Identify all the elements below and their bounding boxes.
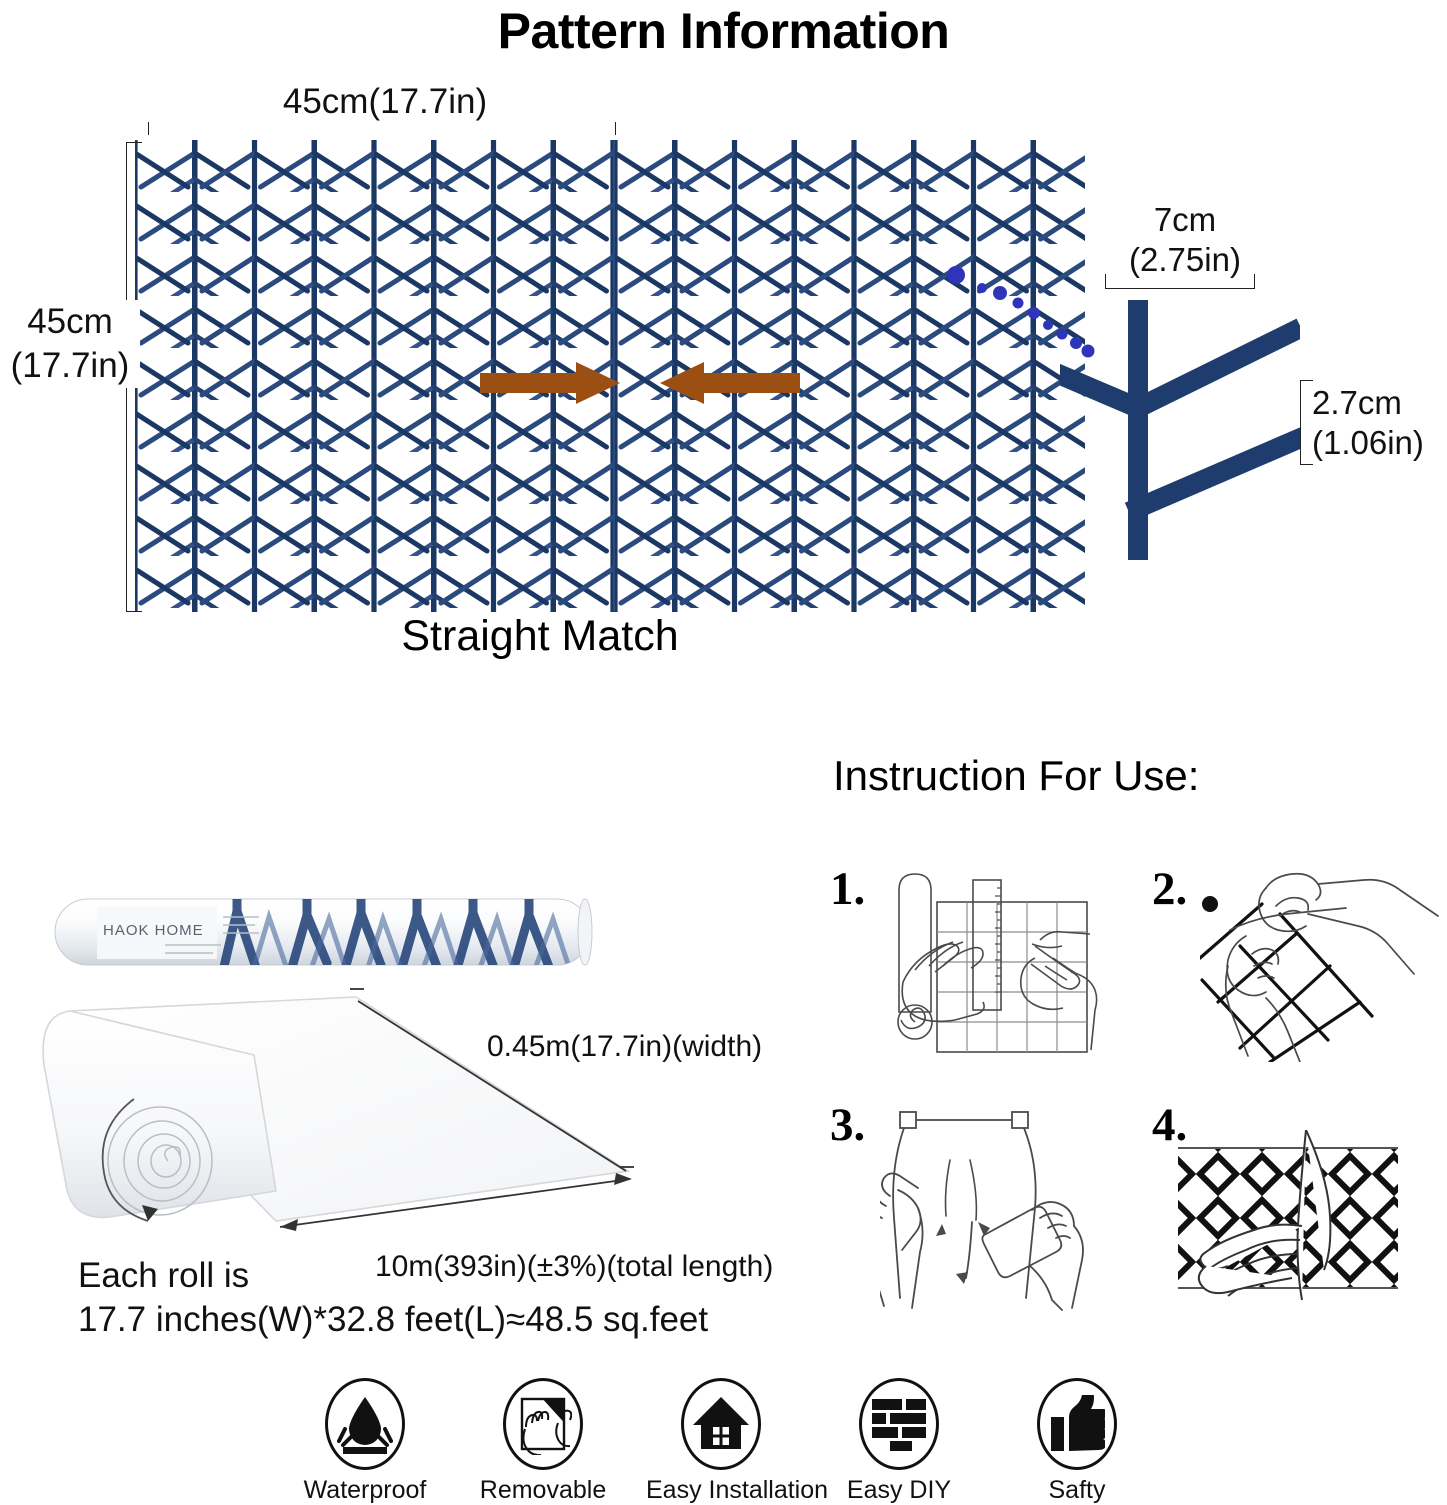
panel-seam-line — [613, 140, 615, 612]
motif-height-label-cm: 2.7cm — [1312, 384, 1402, 421]
motif-height-bracket — [1300, 380, 1301, 465]
feature-easy-installation: Easy Installation — [646, 1378, 829, 1505]
match-arrow-left-icon — [660, 362, 800, 404]
instruction-step-4: 4. — [1152, 1098, 1442, 1313]
motif-height-label-in: (1.06in) — [1312, 424, 1424, 461]
feature-removable: Removable — [468, 1378, 618, 1505]
product-roll-photo: HAOK HOME — [54, 898, 593, 966]
instruction-step-3: 3. — [830, 1098, 1130, 1313]
house-icon — [693, 1397, 749, 1449]
match-arrow-right-icon — [480, 362, 620, 404]
page-title: Pattern Information — [497, 3, 950, 59]
peel-hand-icon — [520, 1397, 572, 1455]
brick-wall-icon — [872, 1399, 926, 1451]
step-3-number: 3. — [830, 1099, 866, 1151]
safty-badge — [1037, 1378, 1117, 1470]
each-roll-line-1: Each roll is — [78, 1256, 250, 1295]
peel-backing-icon — [1200, 872, 1439, 1062]
easy-installation-badge — [681, 1378, 761, 1470]
motif-width-bracket-left-tick — [1105, 274, 1106, 289]
left-dimension-bracket-top-tick — [126, 142, 142, 143]
motif-height-bracket-top-tick — [1300, 380, 1313, 381]
magnifier-dot-trail — [947, 266, 1095, 358]
top-dimension-bracket-right-tick — [615, 118, 616, 135]
instruction-step-1: 1. — [830, 862, 1130, 1062]
feature-easy-installation-label: Easy Installation — [646, 1476, 829, 1504]
step-2-number: 2. — [1152, 863, 1188, 915]
roll-width-label: 0.45m(17.7in)(width) — [487, 1030, 763, 1063]
feature-easy-diy-label: Easy DIY — [846, 1476, 952, 1504]
instruction-step-2: 2. — [1152, 862, 1442, 1062]
pattern-height-label: 45cm (17.7in) — [0, 300, 140, 388]
roll-length-label: 10m(393in)(±3%)(total length) — [375, 1250, 774, 1283]
feature-waterproof-label: Waterproof — [303, 1476, 427, 1504]
left-dimension-bracket-bottom-tick — [126, 611, 142, 612]
pattern-height-label-in: (17.7in) — [0, 344, 140, 388]
motif-width-label-in: (2.75in) — [1129, 241, 1241, 278]
svg-text:HAOK HOME: HAOK HOME — [103, 922, 204, 939]
pattern-height-label-cm: 45cm — [0, 300, 140, 344]
motif-width-label-cm: 7cm — [1153, 201, 1217, 238]
easy-diy-badge — [859, 1378, 939, 1470]
top-dimension-bracket-left-tick — [148, 118, 149, 135]
feature-badges: Waterproof Removable — [290, 1378, 1170, 1504]
roll-dimension-diagram — [42, 988, 634, 1231]
feature-easy-diy: Easy DIY — [824, 1378, 974, 1505]
match-type-caption: Straight Match — [401, 612, 679, 660]
magnified-motif — [1060, 300, 1300, 560]
each-roll-line-2: 17.7 inches(W)*32.8 feet(L)≈48.5 sq.feet — [78, 1300, 709, 1339]
removable-badge — [503, 1378, 583, 1470]
step-4-number: 4. — [1152, 1099, 1188, 1151]
pattern-width-label: 45cm(17.7in) — [130, 82, 640, 122]
feature-safty: Safty — [1002, 1378, 1152, 1505]
squeegee-apply-icon — [880, 1111, 1084, 1311]
instruction-heading: Instruction For Use: — [833, 752, 1200, 799]
waterproof-badge — [325, 1378, 405, 1470]
motif-width-label: 7cm (2.75in) — [1100, 200, 1270, 280]
motif-height-bracket-bottom-tick — [1300, 464, 1313, 465]
step-1-number: 1. — [830, 863, 866, 915]
feature-waterproof: Waterproof — [290, 1378, 440, 1505]
motif-height-label: 2.7cm (1.06in) — [1312, 383, 1447, 463]
feature-removable-label: Removable — [479, 1476, 607, 1504]
motif-width-bracket-right-tick — [1254, 274, 1255, 289]
smooth-hand-icon — [1178, 1130, 1398, 1301]
motif-width-bracket — [1105, 288, 1255, 289]
ruler-knife-cut-icon — [897, 873, 1098, 1053]
thumbs-up-icon — [1051, 1395, 1105, 1451]
water-drop-icon — [337, 1397, 393, 1454]
feature-safty-label: Safty — [1048, 1476, 1106, 1504]
